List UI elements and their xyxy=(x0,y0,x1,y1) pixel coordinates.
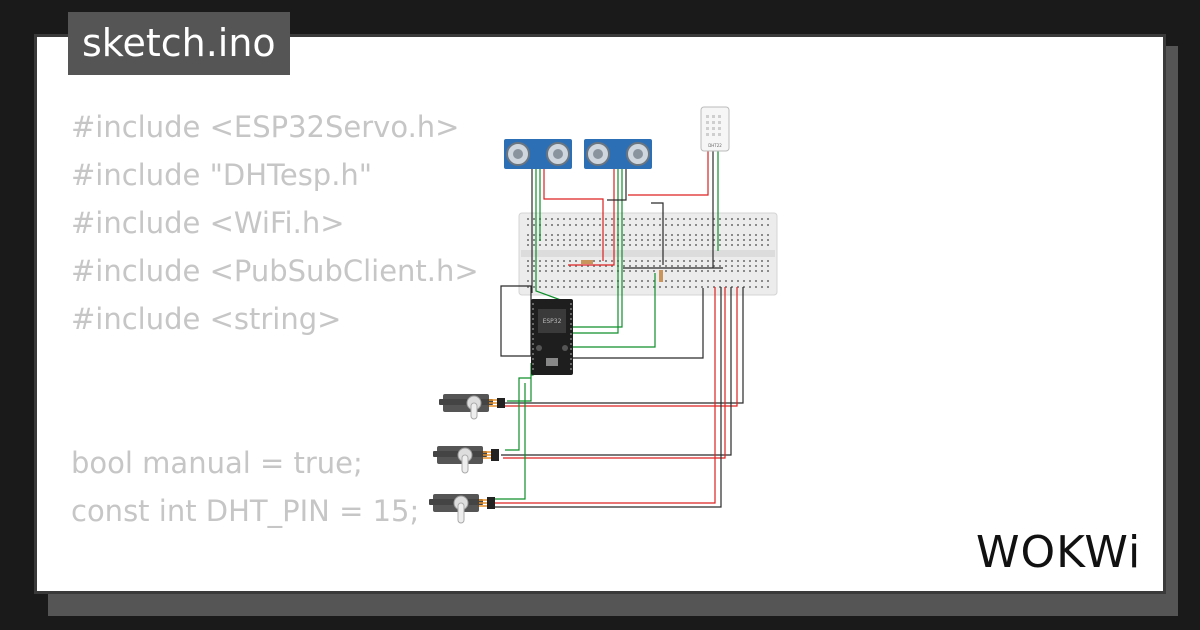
resistor xyxy=(581,260,593,264)
code-line: #include <ESP32Servo.h> xyxy=(71,110,460,144)
code-line: bool manual = true; xyxy=(71,446,363,480)
code-line: #include <string> xyxy=(71,302,342,336)
breadboard xyxy=(518,212,778,296)
wires xyxy=(493,151,744,508)
resistor xyxy=(659,270,663,282)
dht22-sensor: DHT22 xyxy=(700,106,730,152)
code-line: const int ledPin = 5; xyxy=(71,583,479,591)
file-tab[interactable]: sketch.ino xyxy=(68,12,290,75)
servo-motor xyxy=(433,446,499,474)
esp32-label: ESP32 xyxy=(543,318,562,325)
dht22-label: DHT22 xyxy=(708,143,722,148)
code-editor: #include <ESP32Servo.h> #include "DHTesp… xyxy=(71,103,479,591)
code-line: #include <PubSubClient.h> xyxy=(71,254,479,288)
ultrasonic-sensor xyxy=(504,139,572,169)
ultrasonic-sensor xyxy=(584,139,652,169)
wokwi-logo: WOKWi xyxy=(976,527,1141,578)
wokwi-logo-text: WOKWi xyxy=(976,527,1141,578)
esp32-board: ESP32 xyxy=(531,299,573,375)
circuit-diagram: DHT22 ESP32 xyxy=(429,106,778,524)
preview-card: #include <ESP32Servo.h> #include "DHTesp… xyxy=(34,34,1166,594)
code-line: #include "DHTesp.h" xyxy=(71,158,373,192)
code-line: const int DHT_PIN = 15; xyxy=(71,494,420,528)
code-line: #include <WiFi.h> xyxy=(71,206,345,240)
servo-motor xyxy=(429,494,495,524)
servo-motor xyxy=(439,394,505,420)
